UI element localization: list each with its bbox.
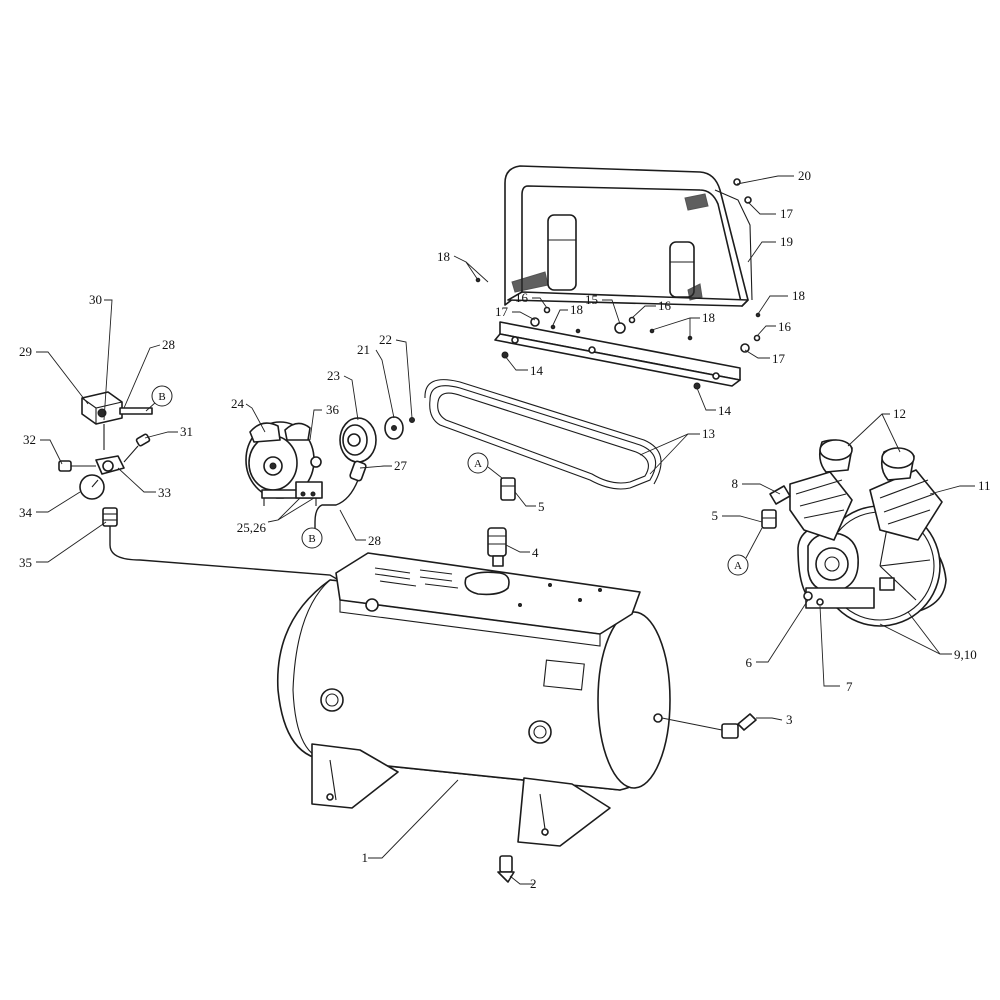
pressure-switch-assembly (58, 391, 343, 583)
callout-17-right: 17 (772, 351, 786, 366)
svg-text:B: B (308, 533, 315, 545)
connector-ref-a-pump: A (727, 554, 749, 576)
pump-outlet-fitting (761, 485, 791, 529)
callout-14-right: 14 (718, 403, 732, 418)
callout-23: 23 (327, 368, 340, 383)
callout-11: 11 (978, 478, 991, 493)
callout-33: 33 (158, 485, 171, 500)
callout-36: 36 (326, 402, 340, 417)
connector-ref-a-tank: A (467, 452, 489, 474)
v-belt (424, 379, 662, 490)
motor-hose (314, 460, 367, 528)
callout-16-right: 16 (778, 319, 792, 334)
callout-16-middle: 16 (658, 298, 672, 313)
callout-25-26: 25,26 (237, 520, 267, 535)
callout-19: 19 (780, 234, 793, 249)
callout-29: 29 (19, 344, 32, 359)
callout-28-switch: 28 (162, 337, 175, 352)
leader-lines (36, 175, 975, 885)
check-valve (487, 527, 507, 567)
callout-2: 2 (530, 876, 537, 891)
electric-motor (245, 421, 323, 506)
callout-labels: 1 2 3 4 5 5 6 7 8 9,10 11 12 13 14 14 15… (19, 168, 991, 891)
connector-ref-b-switch: B (151, 385, 173, 407)
air-tank (276, 579, 671, 791)
callout-17-left: 17 (495, 304, 509, 319)
callout-16-left: 16 (515, 290, 529, 305)
guard-fasteners (475, 178, 761, 353)
belt-guard (504, 165, 753, 307)
svg-text:A: A (734, 560, 742, 572)
callout-31: 31 (180, 424, 193, 439)
svg-text:B: B (158, 391, 165, 403)
callout-15: 15 (585, 292, 598, 307)
callout-4: 4 (532, 545, 539, 560)
callout-34: 34 (19, 505, 33, 520)
callout-17-top: 17 (780, 206, 794, 221)
callout-18-right: 18 (792, 288, 805, 303)
callout-3: 3 (786, 712, 793, 727)
callout-32: 32 (23, 432, 36, 447)
guard-bracket (494, 321, 741, 390)
callout-24: 24 (231, 396, 245, 411)
compressor-pump (789, 439, 947, 627)
callout-18-left: 18 (437, 249, 450, 264)
callout-30: 30 (89, 292, 102, 307)
callout-9-10: 9,10 (954, 647, 977, 662)
safety-valve (721, 713, 757, 739)
callout-35: 35 (19, 555, 32, 570)
callout-28-motor: 28 (368, 533, 381, 548)
callout-5-tank: 5 (538, 499, 545, 514)
callout-18-right-mid: 18 (702, 310, 715, 325)
callout-7: 7 (846, 679, 853, 694)
callout-5-pump: 5 (712, 508, 719, 523)
tank-feet (311, 743, 611, 847)
connector-ref-b-motor: B (301, 527, 323, 549)
callout-6: 6 (746, 655, 753, 670)
callout-14-left: 14 (530, 363, 544, 378)
callout-12: 12 (893, 406, 906, 421)
callout-13: 13 (702, 426, 715, 441)
svg-text:A: A (474, 458, 482, 470)
callout-8: 8 (732, 476, 739, 491)
drain-valve (497, 855, 515, 883)
callout-27: 27 (394, 458, 408, 473)
callout-20: 20 (798, 168, 811, 183)
callout-22: 22 (379, 332, 392, 347)
tank-platform (335, 552, 641, 647)
pulley-bushing (384, 416, 415, 440)
tube-fitting-tank (500, 477, 516, 501)
callout-21: 21 (357, 342, 370, 357)
motor-pulley (339, 417, 377, 463)
callout-18-mid: 18 (570, 302, 583, 317)
callout-1: 1 (362, 850, 369, 865)
